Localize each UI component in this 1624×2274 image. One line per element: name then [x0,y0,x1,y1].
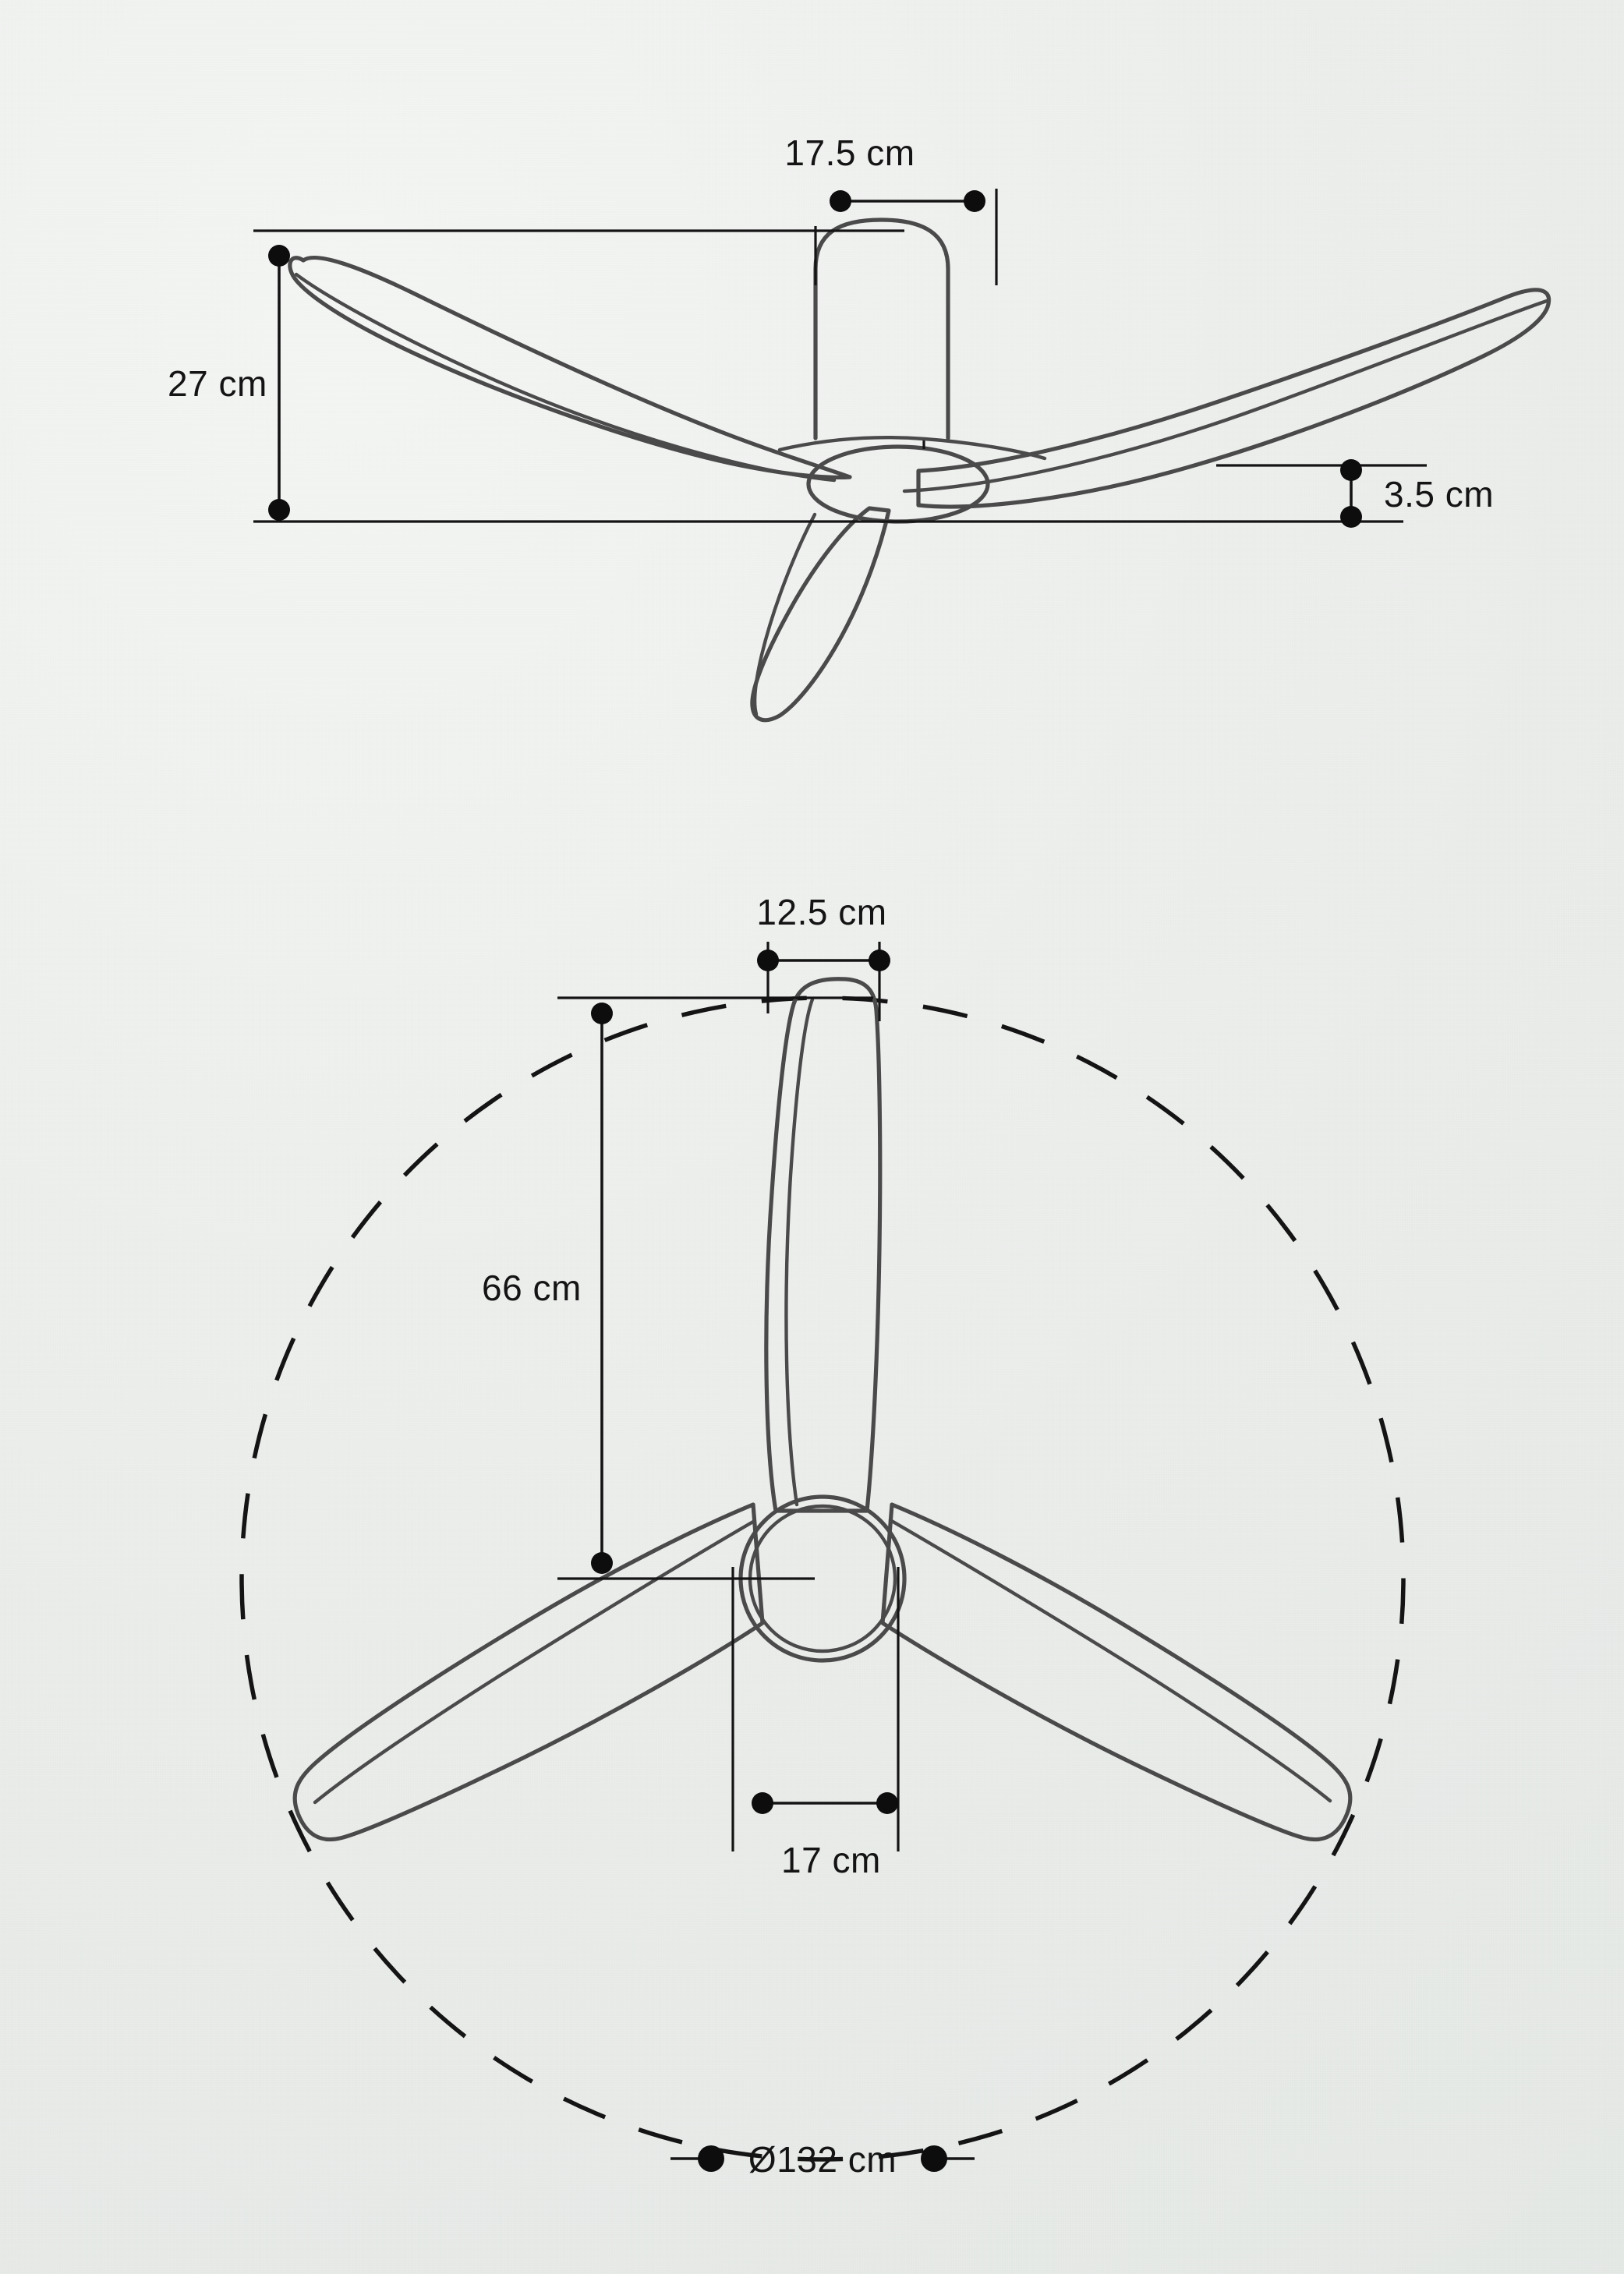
dimension-17-5cm: 17.5 cm [784,133,998,285]
dimension-3-5cm: 3.5 cm [1216,459,1494,528]
blade-top-plan-crease [784,997,815,1507]
dim-dot-bottom-27cm [268,499,290,521]
dim-dot-left [830,190,851,212]
dim-dot-top-27cm [268,245,290,267]
dim-label-17cm: 17 cm [781,1840,881,1880]
dim-dot-diameter-left [698,2145,724,2172]
dim-dot-diameter-right [921,2145,947,2172]
dim-dot-top-66cm [591,1003,613,1024]
blade-upper-right-side [916,288,1551,509]
plan-view: 12.5 cm 66 cm 17 cm Ø132 cm [239,892,1406,2180]
blade-lower-crease [752,512,817,716]
blade-top-plan [764,977,883,1513]
dimension-12-5cm: 12.5 cm [756,892,890,1021]
dim-label-diameter-132cm: Ø132 cm [748,2139,897,2180]
dimension-66cm: 66 cm [482,996,873,1580]
dim-label-66cm: 66 cm [482,1268,582,1308]
dim-dot-bottom-3-5cm [1340,506,1362,528]
dimension-diameter-132cm: Ø132 cm [670,2139,975,2180]
dim-label-17-5cm: 17.5 cm [784,133,915,173]
dim-dot-root-left [752,1792,773,1814]
blade-lower-right-plan [880,1502,1353,1841]
dim-label-3-5cm: 3.5 cm [1384,474,1494,515]
dim-label-27cm: 27 cm [168,363,267,404]
blade-lower-left-plan [292,1502,765,1841]
swept-diameter-circle [239,996,1406,2162]
blade-lower-side [750,506,891,723]
dimension-27cm: 27 cm [168,229,1403,523]
dim-dot-root-right [876,1792,898,1814]
hub-top-contour [777,435,1047,461]
dim-dot-tip-left [757,950,779,971]
dim-dot-top-3-5cm [1340,459,1362,481]
dim-dot-bottom-66cm [591,1552,613,1574]
dim-label-12-5cm: 12.5 cm [756,892,886,932]
dimension-17cm: 17 cm [731,1567,900,1880]
blade-lower-left-plan-crease [313,1519,755,1805]
blade-upper-left-crease [294,272,837,483]
motor-housing-side [813,217,950,440]
side-elevation-view: 17.5 cm 27 cm 3.5 cm [168,133,1551,723]
dim-dot-right [964,190,985,212]
dim-dot-tip-right [869,950,890,971]
blade-lower-right-plan-crease [888,1518,1332,1803]
blade-upper-right-crease [902,299,1549,493]
blade-upper-left-side [288,255,852,480]
